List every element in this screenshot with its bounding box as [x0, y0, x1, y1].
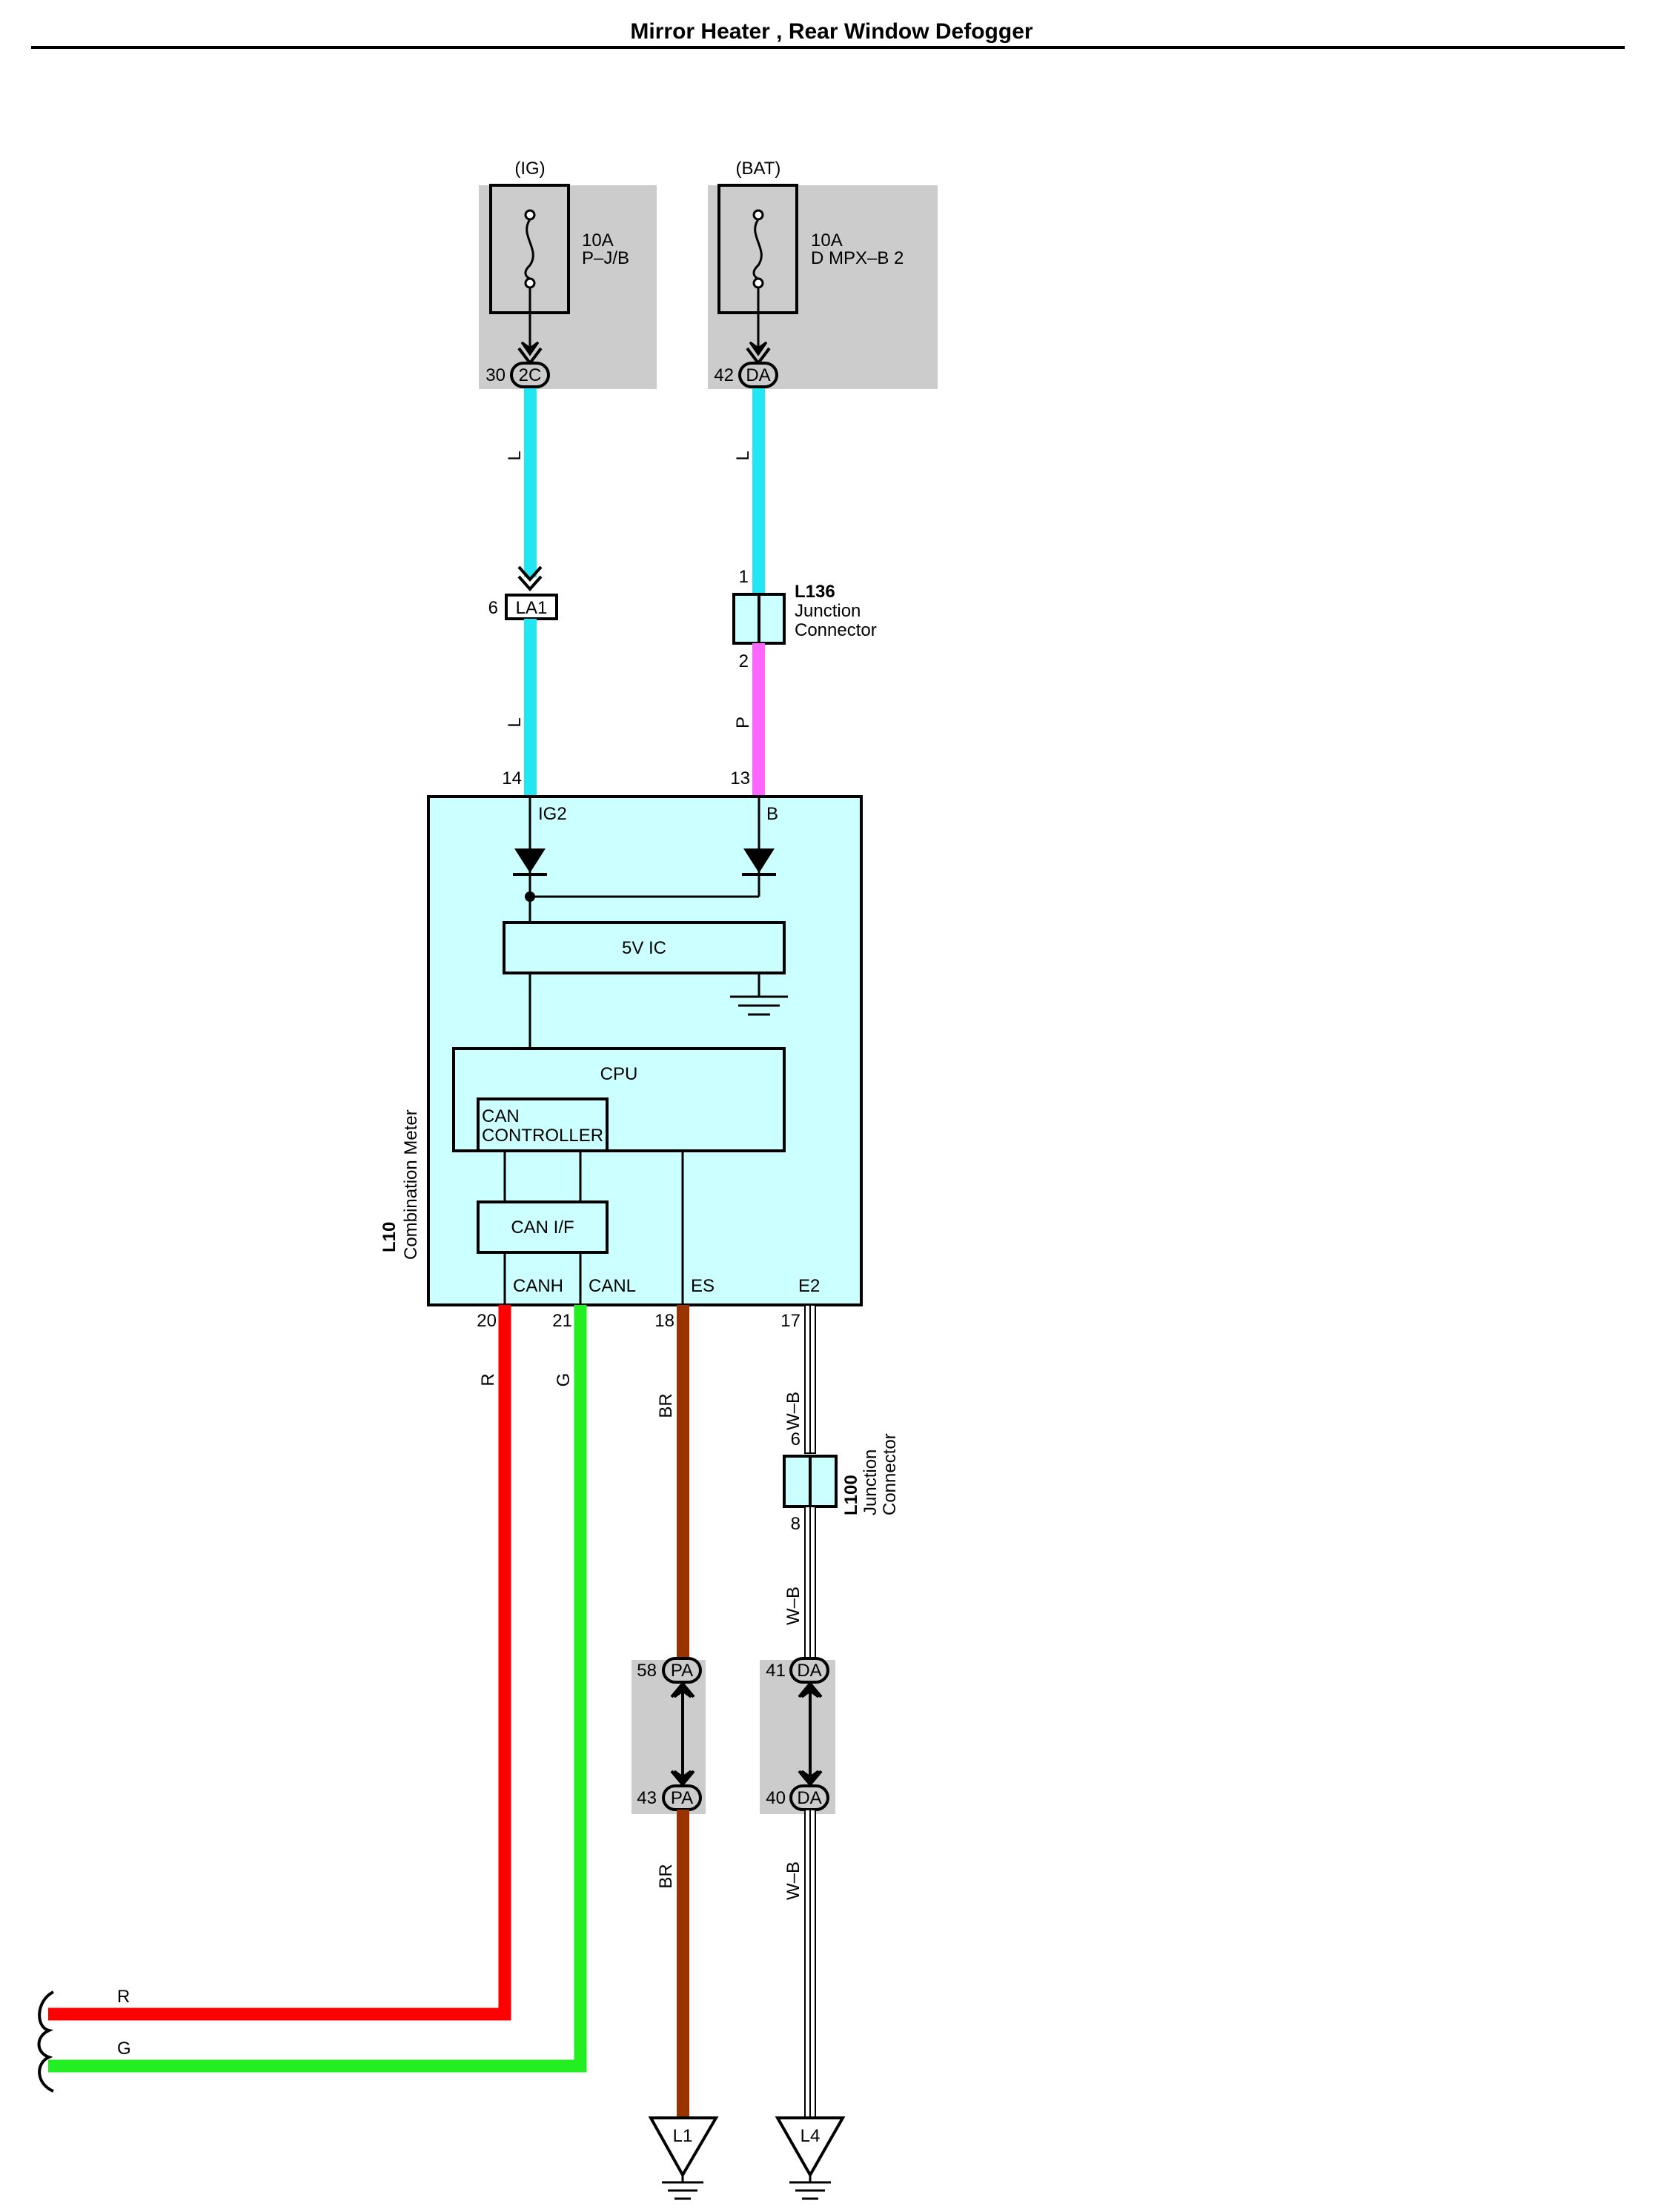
- connector-l100-desc2: Connector: [880, 1433, 900, 1515]
- connector-l100-pin-bottom: 8: [791, 1514, 800, 1534]
- can-controller-box: [477, 1097, 609, 1152]
- pin-ig2-num: 14: [502, 768, 522, 788]
- can-controller-label-2: CONTROLLER: [482, 1126, 603, 1146]
- meter-name: Combination Meter: [401, 1109, 421, 1260]
- cpu-label: CPU: [600, 1064, 638, 1084]
- pin-es-num: 18: [654, 1311, 674, 1331]
- connector-l136-desc2: Connector: [795, 620, 877, 640]
- connector-pa-pin-top: 58: [637, 1661, 657, 1681]
- wire-canl-color: G: [554, 1373, 574, 1387]
- wire-ig-lower-color: L: [505, 717, 525, 727]
- wire-bus-g-color: G: [117, 2039, 131, 2059]
- bus-break-symbol: [37, 1990, 55, 2093]
- can-if-label: CAN I/F: [511, 1218, 574, 1238]
- wire-canh: R R: [48, 1305, 511, 2021]
- connector-l136-id: L136: [795, 582, 835, 602]
- wire-bat-lower-color: P: [733, 717, 753, 728]
- fuse-ig-connector: 2C: [519, 365, 542, 385]
- pin-canh-num: 20: [477, 1311, 497, 1331]
- wire-ig: LA1 6 L L: [488, 388, 558, 799]
- can-controller-label-1: CAN: [482, 1106, 520, 1126]
- connector-l100-pin-top: 6: [791, 1429, 800, 1449]
- ic-5v-box: [503, 921, 786, 974]
- wire-canl: G G: [48, 1305, 587, 2073]
- pin-ig2-label: IG2: [538, 804, 567, 824]
- fuse-ig-rating: 10A: [582, 230, 614, 250]
- pin-b-label: B: [766, 804, 778, 824]
- combination-meter: L10 Combination Meter 14 13 IG2 B 5V IC …: [379, 768, 863, 1331]
- pin-canh-label: CANH: [513, 1276, 563, 1296]
- fuse-ig-source: (IG): [514, 159, 545, 179]
- wire-ig-upper-color: L: [505, 451, 525, 460]
- pin-e2-label: E2: [798, 1276, 820, 1296]
- connector-pa-name-bottom: PA: [671, 1788, 693, 1808]
- wire-bat: 1 2 L136 Junction Connector L P: [732, 388, 877, 799]
- connector-pa-pin-bottom: 43: [637, 1788, 657, 1808]
- connector-la1-pin: 6: [488, 598, 498, 618]
- diode-ig2: [514, 848, 546, 873]
- can-if-box: [477, 1200, 609, 1254]
- pin-canl-num: 21: [552, 1311, 572, 1331]
- connector-l136-desc1: Junction: [795, 601, 861, 621]
- connector-l136-pin-bottom: 2: [739, 651, 749, 671]
- connector-pa-name-top: PA: [671, 1661, 693, 1681]
- wire-es-lower-color: BR: [656, 1864, 676, 1888]
- ic-5v-label: 5V IC: [622, 938, 666, 958]
- internal-ground-icon: [730, 973, 788, 1016]
- ground-l1-icon: L1: [648, 2116, 719, 2200]
- wire-es: BR PA 58 PA 43 BR: [632, 1305, 706, 2119]
- pin-es-label: ES: [691, 1276, 715, 1296]
- diode-b: [743, 848, 775, 873]
- wire-canh-color: R: [478, 1373, 498, 1386]
- fuse-bat-source: (BAT): [736, 159, 781, 179]
- wire-e2-middle-color: W–B: [783, 1587, 803, 1625]
- fuse-bat-pin: 42: [714, 365, 734, 385]
- wire-e2-lower-color: W–B: [783, 1861, 803, 1900]
- ground-l4-label: L4: [800, 2126, 821, 2146]
- fuse-box-ig: (IG) 10A P–J/B 2C 30: [479, 159, 657, 389]
- connector-da-name-bottom: DA: [797, 1788, 821, 1808]
- pin-canl-label: CANL: [589, 1276, 636, 1296]
- wire-e2-upper-color: W–B: [783, 1392, 803, 1430]
- fuse-bat-name: D MPX–B 2: [811, 248, 904, 268]
- wire-bat-upper-color: L: [733, 451, 753, 460]
- fuse-bat-connector: DA: [746, 365, 770, 385]
- pin-e2-num: 17: [780, 1311, 800, 1331]
- diagram-title: Mirror Heater , Rear Window Defogger: [630, 19, 1032, 44]
- ground-l1-label: L1: [673, 2126, 693, 2146]
- connector-da-name-top: DA: [797, 1661, 821, 1681]
- fuse-ig-pin: 30: [485, 365, 506, 385]
- connector-da-pin-bottom: 40: [766, 1788, 786, 1808]
- wire-e2: W–B 6 8 L100 Junction Connector W–B DA 4…: [760, 1304, 900, 2120]
- fuse-box-bat: (BAT) 10A D MPX–B 2 DA 42: [708, 159, 938, 389]
- connector-l136-pin-top: 1: [739, 567, 749, 587]
- pin-b-num: 13: [730, 768, 750, 788]
- connector-da-pin-top: 41: [766, 1661, 786, 1681]
- connector-l100-desc1: Junction: [861, 1449, 881, 1515]
- wire-bus-r-color: R: [117, 1987, 130, 2007]
- fuse-ig-name: P–J/B: [582, 248, 629, 268]
- wire-es-upper-color: BR: [656, 1393, 676, 1418]
- fuse-bat-rating: 10A: [811, 230, 843, 250]
- connector-la1-name: LA1: [516, 598, 548, 618]
- meter-id: L10: [379, 1222, 400, 1252]
- connector-l100-id: L100: [841, 1475, 861, 1515]
- ground-l4-icon: L4: [775, 2116, 846, 2200]
